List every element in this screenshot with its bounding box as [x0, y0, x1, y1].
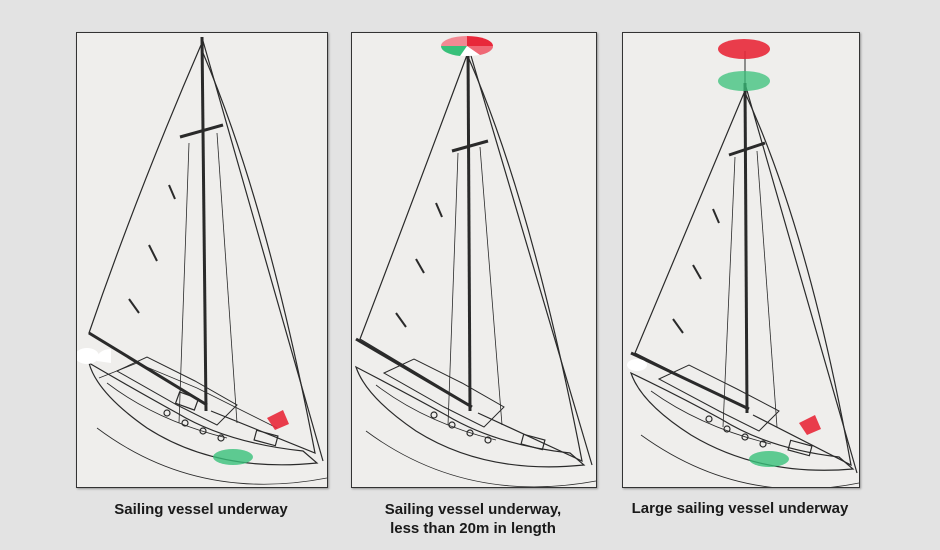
port-sidelight-red [267, 410, 289, 430]
masthead-tricolour-blend [441, 36, 467, 46]
caption-sailing-vessel-underway: Sailing vessel underway [76, 500, 326, 519]
starboard-sidelight-green [213, 449, 253, 465]
caption-large-sailing-vessel: Large sailing vessel underway [622, 499, 858, 518]
diagram-panel-sidelights [76, 32, 328, 488]
caption-line: less than 20m in length [390, 520, 556, 537]
masthead-tricolour-green [440, 46, 467, 56]
starboard-sidelight-green [749, 451, 789, 467]
masthead-tricolour-red [467, 36, 493, 46]
masthead-tricolour-red-lower [467, 46, 494, 55]
masthead-light-red [718, 39, 770, 59]
caption-sailing-vessel-under-20m: Sailing vessel underway, less than 20m i… [351, 500, 595, 538]
sailboat-drawing [77, 36, 327, 485]
stern-light-white [96, 348, 111, 363]
sailboat-drawing [627, 39, 859, 487]
caption-line: Sailing vessel underway [114, 501, 288, 518]
diagram-panel-large-vessel [622, 32, 860, 488]
caption-line: Sailing vessel underway, [384, 501, 562, 518]
sailboat-drawing [354, 36, 596, 487]
masthead-light-green [718, 71, 770, 91]
stern-light-white-glow [77, 348, 99, 364]
diagram-panel-tricolour [351, 32, 597, 488]
stern-light-white [627, 359, 647, 371]
port-sidelight-red [799, 415, 821, 435]
caption-line: Large sailing vessel underway [631, 500, 849, 517]
